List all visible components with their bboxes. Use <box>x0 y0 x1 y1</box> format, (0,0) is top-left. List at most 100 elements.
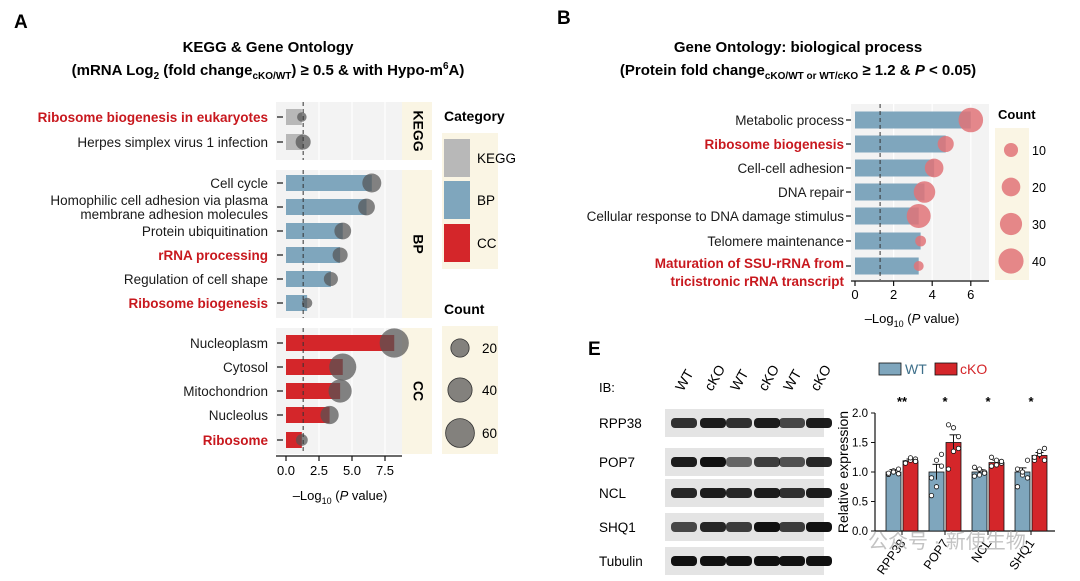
panel-e-point <box>1041 457 1048 463</box>
panel-a-row-label: Cell cycle <box>210 176 268 191</box>
panel-e-letter: E <box>588 339 601 360</box>
legend-count-dot <box>447 377 473 403</box>
panel-b-row-label: Maturation of SSU-rRNA from <box>655 256 844 271</box>
panel-b-xlabel-italic: P <box>912 311 921 326</box>
blot-band <box>671 418 697 428</box>
panel-e-point <box>950 425 957 431</box>
panel-b-xlabel-part: value) <box>920 311 959 326</box>
panel-a-count-dot <box>362 173 382 193</box>
panel-a-count-dot <box>297 112 307 122</box>
panel-a-xlabel-italic: P <box>340 488 349 503</box>
panel-a-count-dot <box>328 379 352 403</box>
panel-a-row-label: rRNA processing <box>158 248 268 263</box>
panel-a-bar <box>286 175 372 191</box>
panel-e-point <box>902 460 909 466</box>
panel-a-count-dot <box>329 353 357 381</box>
panel-e-point <box>1024 457 1031 463</box>
legend-wt-swatch <box>878 362 902 376</box>
panel-a-xlabel-part: –Log <box>293 488 322 503</box>
panel-a-subtitle-part: (fold change <box>159 62 252 79</box>
panel-e-point <box>895 466 902 472</box>
panel-a-bar <box>286 295 308 311</box>
blot-band <box>726 488 752 498</box>
panel-a-bar <box>286 223 343 239</box>
panel-b-row-label: DNA repair <box>778 185 845 200</box>
legend-count-b-label: 20 <box>1032 181 1046 195</box>
panel-b-bar <box>855 135 946 153</box>
panel-a-count-dot <box>295 434 308 446</box>
panel-a-count-dot <box>295 134 311 150</box>
panel-e-ylabel: Relative expression <box>835 411 851 533</box>
legend-count-label: 20 <box>482 341 497 356</box>
panel-b-xtick-label: 2 <box>890 287 897 302</box>
panel-b-row-label: Metabolic process <box>735 113 844 128</box>
panel-e-point <box>950 448 957 454</box>
blot-band <box>700 457 726 467</box>
blot-band <box>806 457 832 467</box>
blot-band <box>754 556 780 566</box>
panel-e-ytick-label: 1.5 <box>852 438 868 450</box>
panel-a-count-dot <box>323 271 338 287</box>
legend-count-b-label: 30 <box>1032 218 1046 232</box>
blot-band <box>779 522 805 532</box>
legend-category-label: KEGG <box>477 151 516 166</box>
panel-e-point <box>971 473 978 479</box>
blot-band <box>806 556 832 566</box>
legend-count-dot <box>445 418 475 448</box>
panel-e-point <box>928 492 935 499</box>
blot-label: SHQ1 <box>599 520 636 535</box>
panel-e-bar <box>988 462 1005 532</box>
legend-count-b-label: 40 <box>1032 255 1046 269</box>
legend-count-title: Count <box>444 301 485 317</box>
panel-a-bar <box>286 271 331 287</box>
legend-count-b-dot <box>999 212 1023 236</box>
legend-count-label: 40 <box>482 383 497 398</box>
panel-e-bar <box>1014 471 1031 532</box>
panel-b-title: Gene Ontology: biological process <box>674 39 922 56</box>
legend-category-title: Category <box>444 108 505 124</box>
panel-b-row-label: Telomere maintenance <box>707 234 844 249</box>
blot-band <box>671 556 697 566</box>
panel-b-bar <box>855 207 919 225</box>
blot-band <box>726 457 752 467</box>
panel-b-row-label: Ribosome biogenesis <box>704 137 844 152</box>
panel-b-subtitle: (Protein fold changecKO/WT or WT/cKO ≥ 1… <box>620 62 976 82</box>
panel-b-xlabel-sub: 10 <box>894 319 904 329</box>
panel-a-strip-label: CC <box>410 381 426 401</box>
panel-b-xlabel: –Log10 (P value) <box>865 311 960 329</box>
panel-a-subtitle-sup: 6 <box>443 61 449 72</box>
panel-e-point <box>938 463 945 469</box>
panel-a-bar <box>286 407 330 423</box>
ib-label: IB: <box>599 380 615 395</box>
panel-b-count-dot <box>913 261 924 271</box>
blot-band <box>671 488 697 498</box>
watermark-text: 公众号 · 新使生物 <box>868 530 1026 553</box>
legend-count-label: 60 <box>482 426 497 441</box>
panel-b-bar <box>855 111 971 129</box>
blot-band <box>754 522 780 532</box>
panel-a-strip-label: BP <box>410 234 426 253</box>
panel-a-count-dot <box>334 222 352 240</box>
blot-band <box>700 418 726 428</box>
blot-band <box>726 522 752 532</box>
panel-a-strip-bg <box>402 102 432 160</box>
panel-a-row-label: Mitochondrion <box>183 384 268 399</box>
panel-b-count-dot <box>915 235 927 247</box>
panel-b-count-dot <box>924 158 944 178</box>
blot-band <box>726 418 752 428</box>
panel-a-strip-bg <box>402 170 432 318</box>
panel-b-count-dot <box>913 181 936 203</box>
panel-e-ytick-label: 0.0 <box>852 526 868 538</box>
panel-e-significance: * <box>985 394 991 409</box>
blot-band <box>700 522 726 532</box>
legend-category-swatch <box>444 139 470 177</box>
panel-a-xtick-label: 5.0 <box>343 463 361 478</box>
legend-count-a: 20 40 60 <box>445 338 497 448</box>
blot-band <box>779 457 805 467</box>
lane-label: WT <box>727 366 752 393</box>
blot-label: POP7 <box>599 455 635 470</box>
